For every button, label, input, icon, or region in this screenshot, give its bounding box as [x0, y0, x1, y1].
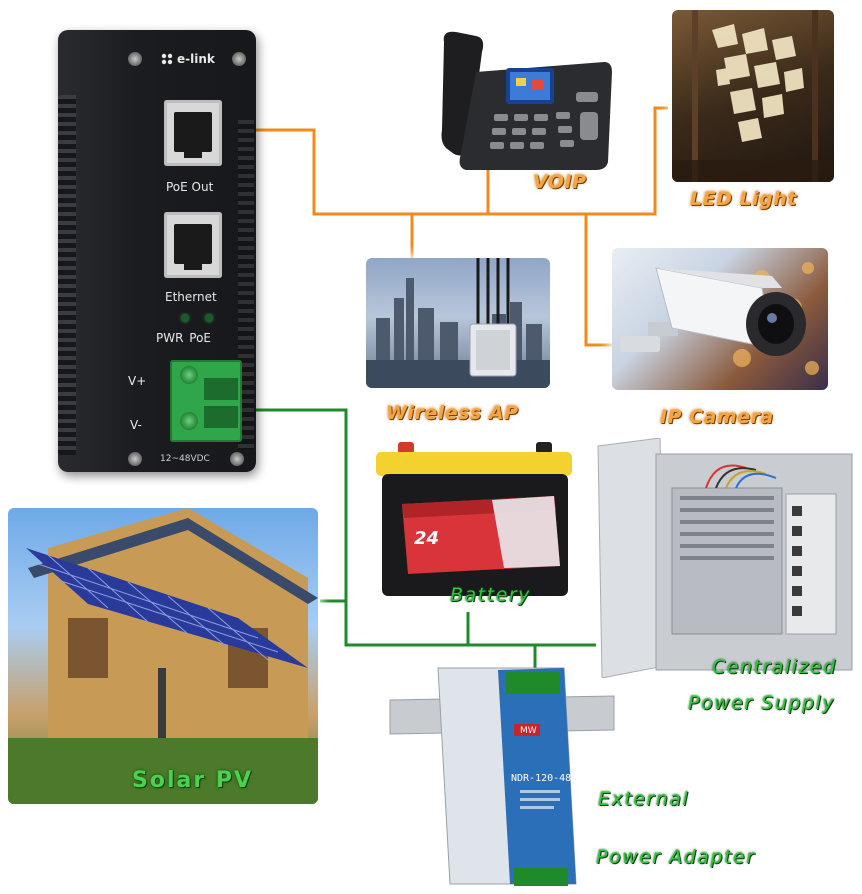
- poe-line-main: [250, 106, 668, 216]
- ethernet-port: [164, 212, 222, 278]
- poe-led: [205, 314, 213, 322]
- terminal-plus-label: V+: [128, 374, 147, 388]
- heatsink-fins: [58, 95, 76, 455]
- battery-caption: Battery: [450, 584, 531, 606]
- terminal-screw-minus: [180, 412, 198, 430]
- wireless-ap-image: [366, 258, 550, 388]
- adapter-brand: MW: [520, 726, 537, 736]
- wireless-ap-caption: Wireless AP: [386, 402, 519, 424]
- screw-top-left: [128, 52, 142, 66]
- heatsink-fins-right: [238, 120, 254, 450]
- pwr-led: [181, 314, 189, 322]
- adapter-caption-line1: External: [598, 788, 690, 810]
- brand-logo: e-link: [160, 52, 215, 66]
- centralized-caption-line1: Centralized: [712, 656, 837, 678]
- solar-pv-image: [8, 508, 318, 804]
- poe-out-label: PoE Out: [166, 180, 214, 194]
- power-line-main: [244, 408, 596, 647]
- led-light-caption: LED Light: [690, 188, 797, 210]
- ethernet-label: Ethernet: [165, 290, 217, 304]
- battery-number: 24: [414, 528, 440, 549]
- adapter-model: NDR-120-48: [511, 773, 572, 784]
- voltage-label: 12~48VDC: [160, 454, 210, 464]
- screw-bottom-right: [230, 452, 244, 466]
- centralized-power-supply-image: [596, 437, 854, 679]
- led-labels: PWR PoE: [156, 331, 211, 345]
- poe-output-lines: [250, 106, 668, 347]
- poe-out-port: [164, 100, 222, 166]
- centralized-caption-line2: Power Supply: [688, 692, 835, 714]
- led-light-image: [672, 10, 834, 182]
- ip-camera-caption: IP Camera: [660, 406, 774, 428]
- screw-bottom-left: [128, 452, 142, 466]
- power-input-lines: [244, 408, 596, 668]
- poe-line-camera: [584, 214, 612, 347]
- brand-name: e-link: [177, 52, 215, 66]
- solar-pv-caption: Solar PV: [132, 768, 254, 793]
- terminal-opening-minus: [204, 406, 238, 428]
- screw-top-right: [232, 52, 246, 66]
- battery-image: [372, 440, 576, 600]
- brand-icon: [161, 53, 173, 65]
- terminal-screw-plus: [180, 366, 198, 384]
- voip-caption: VOIP: [533, 171, 587, 193]
- terminal-minus-label: V-: [130, 418, 142, 432]
- voip-phone-image: [436, 22, 616, 172]
- terminal-opening-plus: [204, 378, 238, 400]
- adapter-caption-line2: Power Adapter: [596, 846, 756, 868]
- external-power-adapter-image: [388, 660, 616, 890]
- ip-camera-image: [612, 248, 828, 390]
